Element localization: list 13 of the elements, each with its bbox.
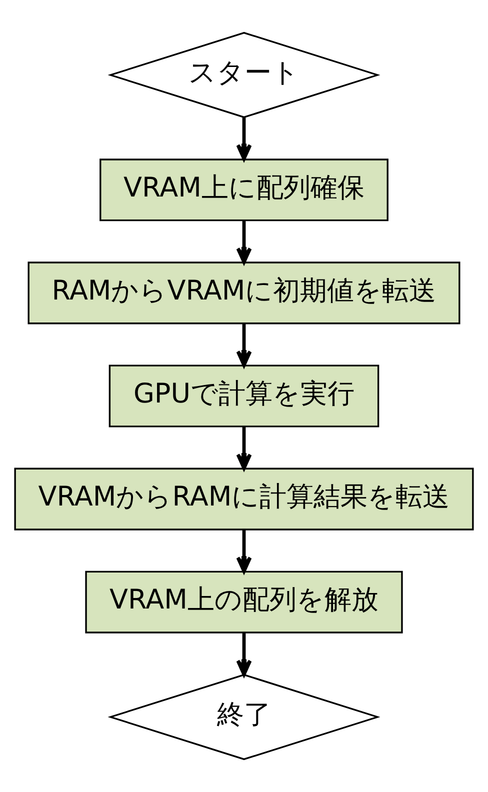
arrow <box>236 530 252 574</box>
node-box: VRAM上に配列確保 <box>100 158 388 222</box>
node-diamond: 終了 <box>108 674 380 760</box>
arrow <box>236 426 252 470</box>
node-box: GPUで計算を実行 <box>108 364 380 428</box>
node-diamond: スタート <box>108 32 380 118</box>
node-box: VRAMからRAMに計算結果を転送 <box>14 468 474 530</box>
arrow <box>236 633 252 676</box>
arrow <box>236 118 252 161</box>
arrow <box>236 220 252 264</box>
node-box: RAMからVRAMに初期値を転送 <box>28 262 460 324</box>
node-box: VRAM上の配列を解放 <box>85 570 403 634</box>
arrow <box>236 323 252 367</box>
